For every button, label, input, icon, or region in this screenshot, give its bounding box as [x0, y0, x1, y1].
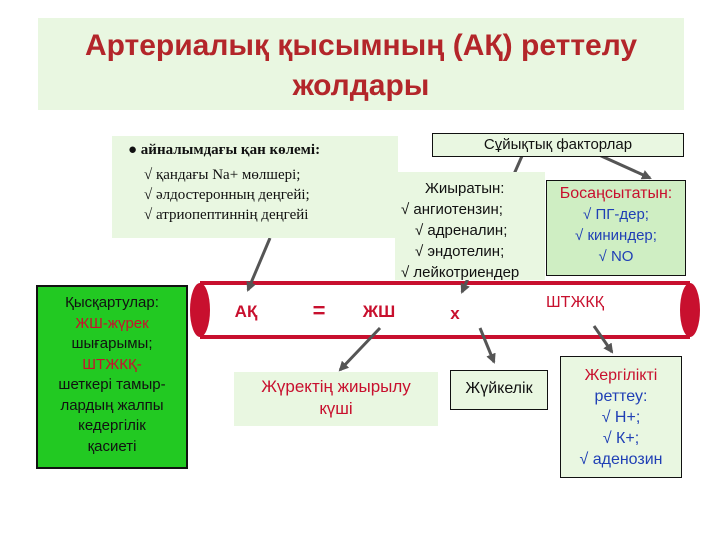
page-title: Артериалық қысымның (АҚ) реттелу жолдары: [38, 26, 684, 106]
vessel-right-end: [680, 283, 700, 337]
list-item: √ эндотелин;: [415, 243, 505, 260]
heart-contractility-box: Жүректің жиырылу күші: [234, 372, 438, 426]
vessel-left-end: [190, 283, 210, 337]
local-regulation-line: √ Н+;: [601, 409, 641, 426]
vessel-body: [200, 283, 690, 337]
arrow-volume-to-ak: [246, 237, 272, 292]
humoral-factors-box: Сұйықтық факторлар: [432, 133, 684, 157]
abbreviations-line: ШТЖКҚ-: [82, 355, 142, 373]
list-item: √ кининдер;: [575, 227, 657, 244]
heart-contractility-line: күші: [319, 399, 353, 418]
formula-multiply: х: [450, 304, 460, 323]
list-item: √ ангиотензин;: [401, 201, 503, 218]
vasodilators-heading: Босаңсытатын:: [559, 185, 673, 202]
arrow-shtzhkk-to-local: [592, 325, 614, 354]
formula-ak: АҚ: [234, 302, 258, 321]
neural-regulation-label: Жүйкелік: [465, 380, 533, 397]
abbreviations-line: қасиеті: [87, 437, 137, 455]
abbreviations-line: ЖШ-жүрек: [75, 314, 149, 332]
local-regulation-line: √ аденозин: [579, 451, 663, 468]
title-line-2: жолдары: [292, 69, 430, 102]
blood-volume-heading: ● айналымдағы қан көлемі:: [128, 142, 321, 158]
formula-equals: =: [312, 298, 326, 323]
vasodilators-box: Босаңсытатын: √ ПГ-дер; √ кининдер; √ NO: [546, 180, 686, 276]
local-regulation-line: реттеу:: [594, 388, 648, 405]
formula-shtzhkk: ШТЖКҚ: [545, 294, 605, 311]
abbreviations-line: шеткері тамыр-: [58, 376, 166, 393]
humoral-factors-label: Сұйықтық факторлар: [483, 136, 633, 153]
title-line-1: Артериалық қысымның (АҚ) реттелу: [84, 29, 638, 62]
arrow-x-to-nerve: [478, 327, 496, 364]
abbreviations-line: Қысқартулар:: [65, 294, 159, 311]
local-regulation-line: √ К+;: [602, 430, 640, 447]
heart-contractility-line: Жүректің жиырылу: [261, 377, 411, 396]
abbreviations-line: кедергілік: [78, 417, 146, 434]
vasoconstrictors-heading: Жиыратын:: [425, 180, 505, 197]
abbreviations-line: шығарымы;: [71, 335, 153, 352]
local-regulation-line: Жергілікті: [584, 367, 658, 384]
blood-volume-list: √ қандағы Na+ мөлшері; √ әлдостеронның д…: [144, 165, 390, 225]
abbreviations-box: Қысқартулар: ЖШ-жүрек шығарымы; ШТЖКҚ- ш…: [36, 285, 188, 469]
neural-regulation-box: Жүйкелік: [450, 370, 548, 410]
local-regulation-box: Жергілікті реттеу: √ Н+; √ К+; √ аденози…: [560, 356, 682, 478]
title-background: [38, 18, 684, 110]
list-item: √ атриопептиннің деңгейі: [144, 207, 309, 223]
list-item: √ әлдостеронның деңгейі;: [144, 187, 310, 203]
list-item: √ лейкотриендер: [401, 264, 520, 281]
blood-volume-box: ● айналымдағы қан көлемі: √ қандағы Na+ …: [112, 136, 398, 238]
list-item: √ қандағы Na+ мөлшері;: [144, 167, 301, 183]
arrow-zhsh-to-heart: [338, 326, 382, 372]
abbreviations-line: лардың жалпы: [60, 396, 164, 414]
list-item: √ адреналин;: [415, 222, 508, 239]
list-item: √ NO: [598, 248, 634, 265]
list-item: √ ПГ-дер;: [583, 206, 649, 223]
formula-zhsh: ЖШ: [362, 302, 396, 321]
vasoconstrictors-box: Жиыратын: √ ангиотензин; √ адреналин; √ …: [395, 172, 545, 281]
